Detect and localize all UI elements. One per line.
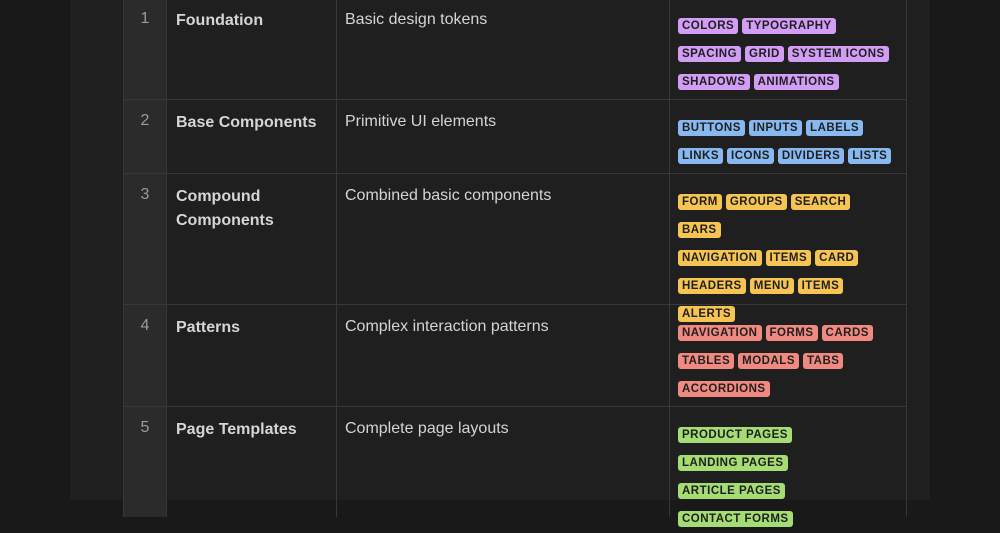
tag[interactable]: TABS: [803, 352, 844, 369]
layer-name[interactable]: Base Components: [167, 100, 337, 173]
tag[interactable]: SEARCH: [790, 193, 851, 210]
tag[interactable]: MODALS: [738, 352, 799, 369]
layer-description[interactable]: Complete page layouts: [337, 407, 670, 517]
row-number: 2: [124, 100, 167, 173]
row-number: 1: [124, 0, 167, 99]
layer-description[interactable]: Basic design tokens: [337, 0, 670, 99]
table-row: 3 Compound Components Combined basic com…: [124, 174, 906, 322]
layer-name[interactable]: Compound Components: [167, 174, 337, 304]
tag[interactable]: CONTACT FORMS: [678, 510, 793, 527]
tag[interactable]: GROUPS: [725, 193, 787, 210]
tag[interactable]: LINKS: [678, 147, 723, 164]
table-row: 5 Page Templates Complete page layouts P…: [124, 407, 906, 527]
tag[interactable]: SYSTEM ICONS: [787, 45, 889, 62]
tag[interactable]: ACCORDIONS: [678, 380, 770, 397]
row-number: 3: [124, 174, 167, 304]
tag[interactable]: SPACING: [678, 45, 742, 62]
layer-name[interactable]: Patterns: [167, 305, 337, 406]
tag[interactable]: CARDS: [821, 324, 873, 341]
tag[interactable]: ARTICLE PAGES: [678, 482, 785, 499]
row-number: 5: [124, 407, 167, 517]
tag[interactable]: BARS: [678, 221, 721, 238]
table-row: 2 Base Components Primitive UI elements …: [124, 100, 906, 174]
row-number: 4: [124, 305, 167, 406]
tag[interactable]: CARD: [815, 249, 859, 266]
layer-name[interactable]: Page Templates: [167, 407, 337, 517]
tag[interactable]: FORM: [678, 193, 722, 210]
tag[interactable]: INPUTS: [748, 119, 803, 136]
tag[interactable]: GRID: [745, 45, 784, 62]
tag[interactable]: LISTS: [848, 147, 892, 164]
tag[interactable]: SHADOWS: [678, 73, 750, 90]
layer-description[interactable]: Primitive UI elements: [337, 100, 670, 173]
tag[interactable]: BUTTONS: [678, 119, 745, 136]
tag[interactable]: NAVIGATION: [678, 249, 762, 266]
tag[interactable]: ITEMS: [765, 249, 812, 266]
tag[interactable]: ALERTS: [678, 305, 735, 322]
tag[interactable]: ANIMATIONS: [753, 73, 839, 90]
table-row: 4 Patterns Complex interaction patterns …: [124, 305, 906, 407]
tag[interactable]: LANDING PAGES: [678, 454, 788, 471]
tag[interactable]: COLORS: [678, 17, 739, 34]
layer-description[interactable]: Complex interaction patterns: [337, 305, 670, 406]
tag[interactable]: PRODUCT PAGES: [678, 426, 792, 443]
layer-name[interactable]: Foundation: [167, 0, 337, 99]
tag[interactable]: TYPOGRAPHY: [742, 17, 836, 34]
tag[interactable]: ITEMS: [797, 277, 844, 294]
tag[interactable]: NAVIGATION: [678, 324, 762, 341]
tag[interactable]: FORMS: [765, 324, 818, 341]
tag[interactable]: LABELS: [806, 119, 864, 136]
tag[interactable]: ICONS: [727, 147, 774, 164]
tag[interactable]: DIVIDERS: [777, 147, 845, 164]
tag[interactable]: TABLES: [678, 352, 735, 369]
tag[interactable]: MENU: [749, 277, 794, 294]
layer-description[interactable]: Combined basic components: [337, 174, 670, 304]
tag[interactable]: HEADERS: [678, 277, 746, 294]
tag-list[interactable]: PRODUCT PAGES LANDING PAGES ARTICLE PAGES…: [670, 407, 906, 527]
